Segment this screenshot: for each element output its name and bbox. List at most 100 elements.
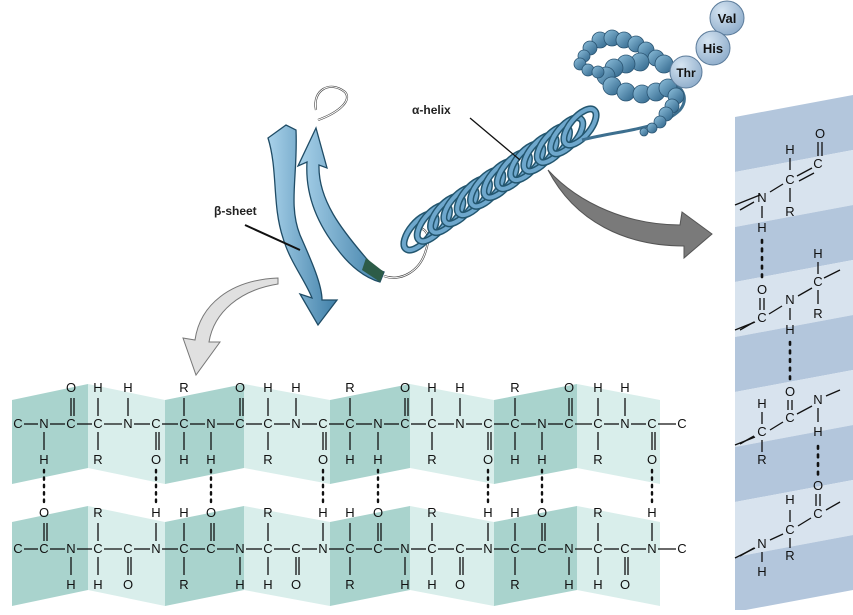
atom-label: H [483, 505, 492, 520]
atom-label: O [564, 380, 574, 395]
atom-label: N [235, 541, 244, 556]
atom-label: R [345, 577, 354, 592]
beta-sheet-chemical-structure: CCNCCNCCNCCNCCNCCNCCNCCNCCNCCNCCNCCNCCNC… [13, 380, 686, 592]
atom-label: C [318, 416, 327, 431]
atom-label: H [318, 505, 327, 520]
atom-label: C [93, 416, 102, 431]
beta-sheet-band [330, 384, 410, 484]
alpha-helix-band [735, 480, 853, 557]
atom-label: C [123, 541, 132, 556]
beta-sheet-band [165, 384, 244, 484]
bond [796, 167, 813, 177]
alpha-helix-label: α-helix [412, 103, 451, 117]
bond [768, 305, 783, 315]
beta-sheet-band [244, 506, 330, 606]
atom-label: R [813, 306, 822, 321]
atom-label: C [235, 416, 244, 431]
atom-label: H [647, 505, 656, 520]
bead [639, 127, 649, 137]
atom-label: R [263, 452, 272, 467]
bead [646, 122, 658, 134]
atom-label: C [206, 541, 215, 556]
atom-label: H [39, 452, 48, 467]
atom-label: H [455, 380, 464, 395]
beta-strand-left [267, 124, 339, 327]
residue-his-bead [695, 30, 731, 66]
atom-label: H [427, 577, 436, 592]
atom-label: H [813, 246, 822, 261]
bond [769, 533, 784, 541]
atom-label: N [123, 416, 132, 431]
atom-label: C [93, 541, 102, 556]
atom-label: C [427, 416, 436, 431]
alpha-helix-coil [400, 105, 600, 254]
atom-label: N [400, 541, 409, 556]
atom-label: O [647, 452, 657, 467]
helix-turn-highlight [561, 106, 599, 148]
beta-sheet-pointer [244, 224, 301, 251]
bead [591, 65, 605, 79]
atom-label: C [400, 416, 409, 431]
backbone-bond [734, 547, 756, 559]
alpha-helix-band [735, 425, 853, 502]
atom-label: H [345, 505, 354, 520]
atom-label: C [757, 310, 766, 325]
atom-label: R [93, 452, 102, 467]
atom-label: H [206, 452, 215, 467]
atom-label: N [66, 541, 75, 556]
atom-label: H [373, 452, 382, 467]
residue-val-bead [709, 0, 745, 36]
atom-label: C [373, 541, 382, 556]
bond [739, 201, 755, 211]
bond [769, 183, 784, 193]
atom-label: C [13, 416, 22, 431]
atom-label: C [813, 506, 822, 521]
atom-label: O [455, 577, 465, 592]
bond [798, 172, 815, 182]
residue-his-label: His [703, 41, 723, 56]
atom-label: R [427, 452, 436, 467]
beta-sheet-band [165, 506, 244, 606]
alpha-helix-band [735, 535, 853, 612]
alpha-helix-band [735, 95, 853, 172]
beta-sheet-band [577, 384, 660, 484]
atom-label: C [179, 541, 188, 556]
atom-label: H [263, 577, 272, 592]
backbone-bond [734, 321, 756, 331]
atom-label: C [785, 410, 794, 425]
atom-label: C [263, 541, 272, 556]
atom-label: H [345, 452, 354, 467]
backbone-bond [734, 436, 756, 446]
bond [769, 421, 784, 431]
atom-label: O [813, 478, 823, 493]
atom-label: H [757, 564, 766, 579]
atom-label: R [593, 452, 602, 467]
atom-label: H [785, 142, 794, 157]
atom-label: R [593, 505, 602, 520]
protein-ribbon [267, 29, 686, 327]
atom-label: N [785, 292, 794, 307]
atom-label: H [785, 322, 794, 337]
atom-label: C [483, 416, 492, 431]
atom-label: H [291, 380, 300, 395]
atom-label: N [647, 541, 656, 556]
atom-label: C [263, 416, 272, 431]
atom-label: C [785, 522, 794, 537]
atom-label: H [263, 380, 272, 395]
atom-label: O [815, 126, 825, 141]
atom-label: H [564, 577, 573, 592]
beta-sheet-band [577, 506, 660, 606]
atom-label: C [345, 541, 354, 556]
residue-val-label: Val [718, 11, 737, 26]
atom-label: N [151, 541, 160, 556]
residue-thr-label: Thr [676, 66, 696, 80]
beta-sheet-band [410, 384, 494, 484]
atom-label: O [400, 380, 410, 395]
alpha-helix-band [735, 150, 853, 227]
atom-label: N [39, 416, 48, 431]
atom-label: N [373, 416, 382, 431]
bond [823, 269, 841, 279]
atom-label: N [291, 416, 300, 431]
atom-label: C [13, 541, 22, 556]
